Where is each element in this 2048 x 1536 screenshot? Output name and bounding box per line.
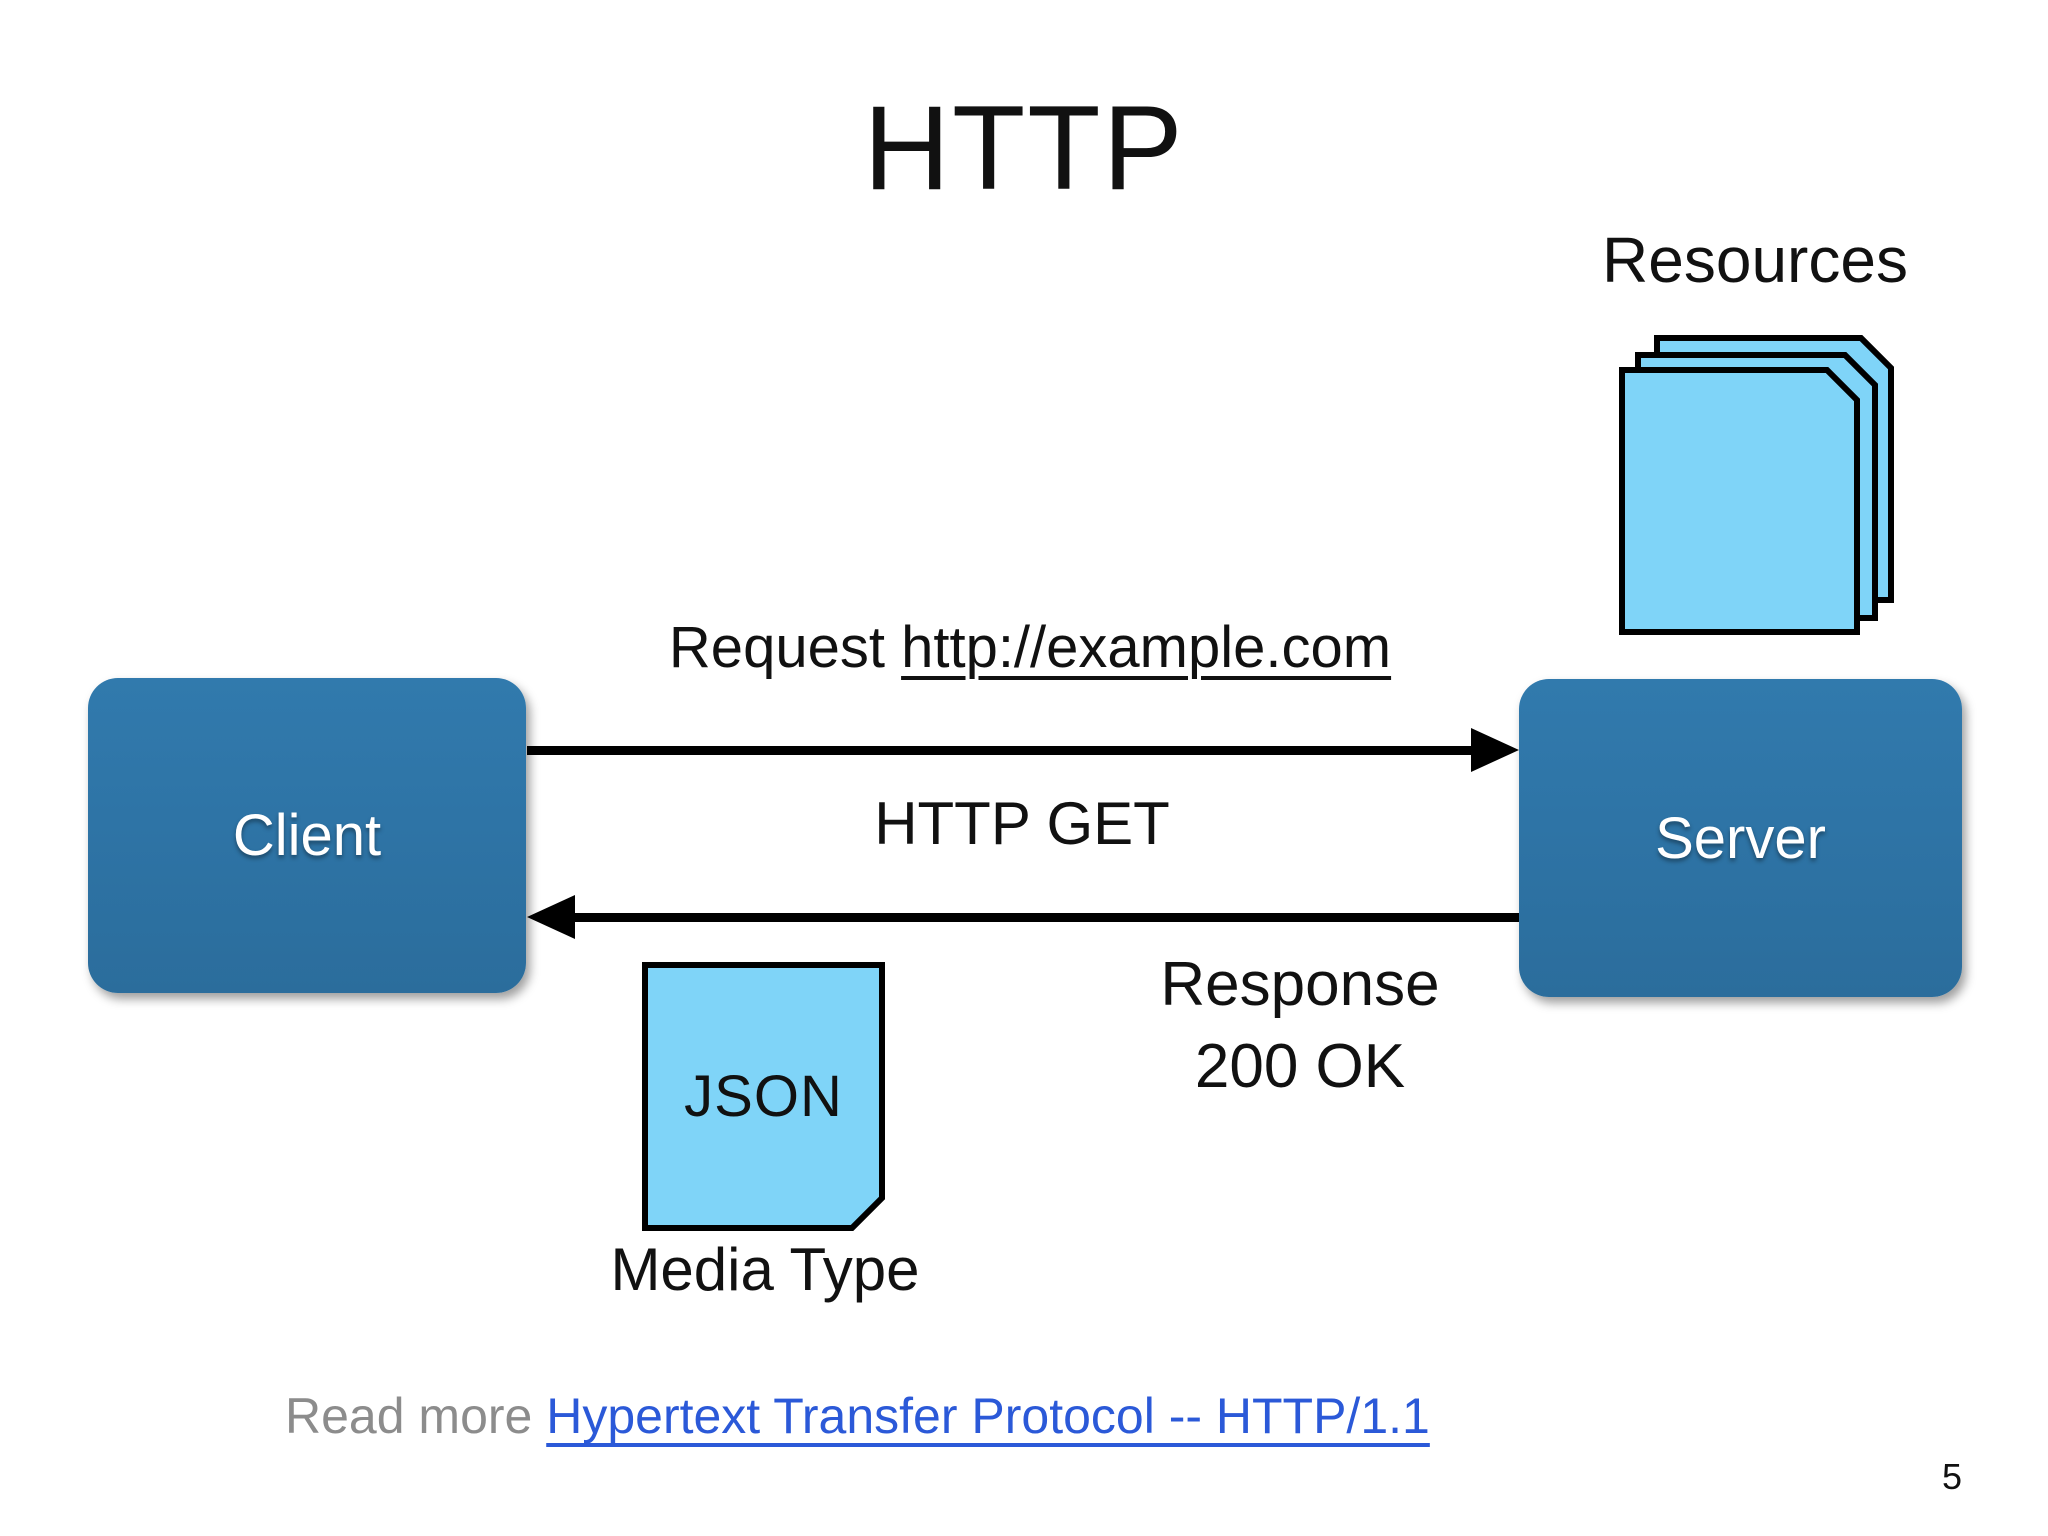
response-line2: 200 OK [1194, 1031, 1406, 1101]
request-arrow-line [527, 746, 1475, 755]
request-prefix: Request [668, 615, 902, 680]
client-node: Client [88, 678, 526, 993]
response-arrowhead-icon [527, 895, 575, 939]
http-method-label: HTTP GET [874, 790, 1170, 857]
resources-label: Resources [1602, 224, 1908, 296]
media-type-label: Media Type [610, 1236, 920, 1303]
json-document-icon [642, 962, 885, 1231]
resources-stack-icon [1619, 335, 1894, 635]
server-label: Server [1655, 805, 1826, 871]
document-icon [1619, 367, 1860, 635]
footer: Read more Hypertext Transfer Protocol --… [285, 1388, 1785, 1446]
response-arrow-line [573, 913, 1519, 922]
http-spec-link[interactable]: Hypertext Transfer Protocol -- HTTP/1.1 [546, 1388, 1430, 1444]
page-number: 5 [1941, 1456, 1963, 1497]
client-label: Client [232, 803, 382, 868]
request-label: Request http://example.com [330, 616, 1730, 680]
request-url-link[interactable]: http://example.com [901, 615, 1392, 680]
response-label: Response 200 OK [1100, 944, 1500, 1108]
request-arrowhead-icon [1471, 728, 1519, 772]
json-label: JSON [684, 1064, 843, 1129]
document-icon [642, 962, 885, 1231]
read-more-prefix: Read more [285, 1388, 547, 1444]
server-node: Server [1519, 679, 1962, 997]
page-title: HTTP [863, 81, 1185, 215]
response-line1: Response [1160, 950, 1440, 1019]
